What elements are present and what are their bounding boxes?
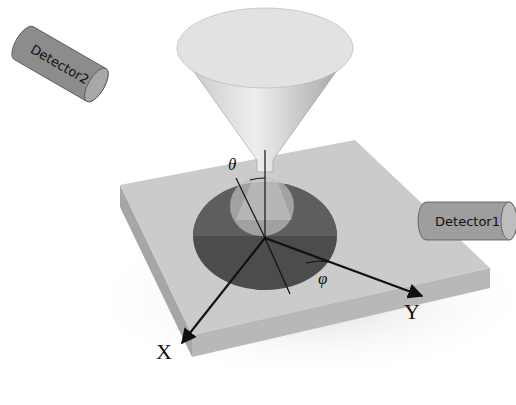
normal-axis xyxy=(264,150,265,238)
detector-label: Detector1 xyxy=(431,214,504,229)
phi-arc xyxy=(306,261,330,263)
axis-label: Y xyxy=(404,301,420,323)
angle-label: φ xyxy=(318,270,327,287)
cylinder-body xyxy=(7,23,113,106)
axis-label: X xyxy=(156,341,172,363)
beam-line xyxy=(236,178,265,238)
detector-cylinder: Detector2 xyxy=(7,23,113,106)
angle-label: θ xyxy=(228,156,236,173)
theta-arc xyxy=(250,178,265,180)
y-axis xyxy=(265,238,422,296)
cylinder-cap xyxy=(501,202,516,240)
projection-line xyxy=(265,238,290,294)
cone-top xyxy=(177,8,353,88)
cylinder-body xyxy=(418,202,516,240)
x-axis xyxy=(182,238,265,343)
detector-cylinder: Detector1 xyxy=(418,202,516,240)
